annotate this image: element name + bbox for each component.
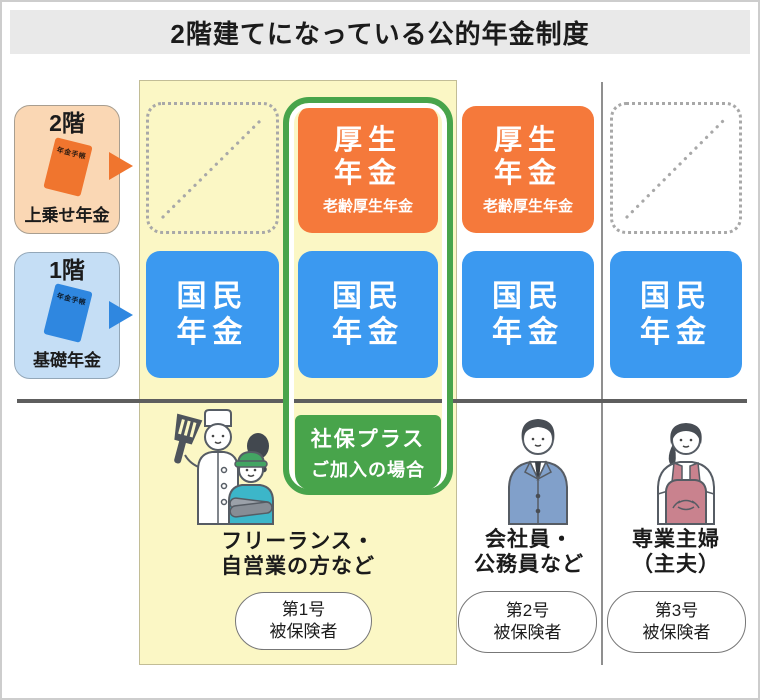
kosei-subtitle: 老齢厚生年金 (482, 198, 573, 215)
insured-no3-line1: 第3号 (654, 601, 699, 620)
insured-no1-line1: 第1号 (281, 600, 326, 619)
insured-no2-badge: 第2号 被保険者 (458, 591, 597, 653)
pension-book-text: 年金手帳 (55, 292, 87, 307)
insured-no1-badge: 第1号 被保険者 (235, 592, 372, 650)
caption-housewife-line2: （主夫） (632, 553, 720, 576)
caption-employee-line2: 公務員など (474, 553, 584, 576)
insured-no3-badge: 第3号 被保険者 (607, 591, 746, 653)
kosei-line1: 厚生 (333, 124, 402, 155)
caption-employee-line1: 会社員・ (485, 528, 573, 551)
kokumin-line1: 国民 (332, 279, 404, 313)
kokumin-line2: 年金 (492, 315, 564, 349)
kokumin-line2: 年金 (176, 315, 249, 349)
arrow-right-blue-icon (109, 301, 133, 329)
caption-freelance: フリーランス・ 自営業の方など (148, 529, 448, 579)
caption-freelance-line2: 自営業の方など (221, 555, 375, 578)
legend-floor1-label: 1階 (49, 257, 85, 283)
insured-no2-line2: 被保険者 (493, 623, 562, 642)
office-worker-illustration (508, 419, 568, 525)
insured-no1-line2: 被保険者 (269, 622, 338, 641)
kosei-nenkin-box-col3: 厚生 年金 老齢厚生年金 (462, 106, 594, 233)
legend-floor2-box: 2階 年金手帳 上乗せ年金 (14, 105, 120, 234)
kokumin-line1: 国民 (492, 279, 564, 313)
caption-freelance-line1: フリーランス・ (221, 530, 375, 553)
column-divider-line (601, 82, 603, 665)
kosei-subtitle: 老齢厚生年金 (322, 198, 413, 215)
floor-people-divider-line (17, 399, 747, 403)
kosei-line1: 厚生 (493, 124, 562, 155)
badge-line2: ご加入の場合 (311, 460, 425, 480)
kokumin-line2: 年金 (332, 315, 404, 349)
caption-housewife-line1: 専業主婦 (632, 528, 720, 551)
freelancer-chef-cook-illustration (174, 409, 274, 525)
housewife-illustration (657, 423, 715, 525)
empty-upper-slot-col1 (146, 102, 279, 234)
kokumin-nenkin-box-col2: 国民 年金 (298, 251, 438, 378)
legend-floor2-sublabel: 上乗せ年金 (24, 206, 110, 225)
kokumin-nenkin-box-col1: 国民 年金 (146, 251, 279, 378)
legend-floor2-label: 2階 (49, 110, 85, 136)
diagonal-dotted-line-icon (625, 117, 727, 219)
insured-no3-line2: 被保険者 (642, 623, 711, 642)
kokumin-line1: 国民 (176, 279, 249, 313)
empty-upper-slot-col4 (610, 102, 742, 234)
insured-no2-line1: 第2号 (505, 601, 550, 620)
pension-book-text: 年金手帳 (55, 146, 87, 161)
kokumin-nenkin-box-col3: 国民 年金 (462, 251, 594, 378)
page-title: 2階建てになっている公的年金制度 (10, 10, 750, 54)
kosei-line2: 年金 (493, 157, 562, 188)
legend-floor1-sublabel: 基礎年金 (33, 351, 101, 370)
legend-floor1-box: 1階 年金手帳 基礎年金 (14, 252, 120, 379)
kosei-line2: 年金 (333, 157, 402, 188)
arrow-right-orange-icon (109, 152, 133, 180)
kokumin-nenkin-box-col4: 国民 年金 (610, 251, 742, 378)
diagonal-dotted-line-icon (161, 117, 264, 219)
kokumin-line2: 年金 (640, 315, 712, 349)
pension-book-blue-icon: 年金手帳 (43, 282, 93, 343)
kosei-nenkin-box-col2: 厚生 年金 老齢厚生年金 (298, 106, 438, 233)
badge-line1: 社保プラス (310, 428, 426, 451)
caption-housewife: 専業主婦 （主夫） (606, 527, 746, 577)
shaho-plus-badge: 社保プラス ご加入の場合 (295, 415, 441, 490)
kokumin-line1: 国民 (640, 279, 712, 313)
caption-employee: 会社員・ 公務員など (459, 527, 599, 577)
pension-book-orange-icon: 年金手帳 (43, 136, 93, 197)
